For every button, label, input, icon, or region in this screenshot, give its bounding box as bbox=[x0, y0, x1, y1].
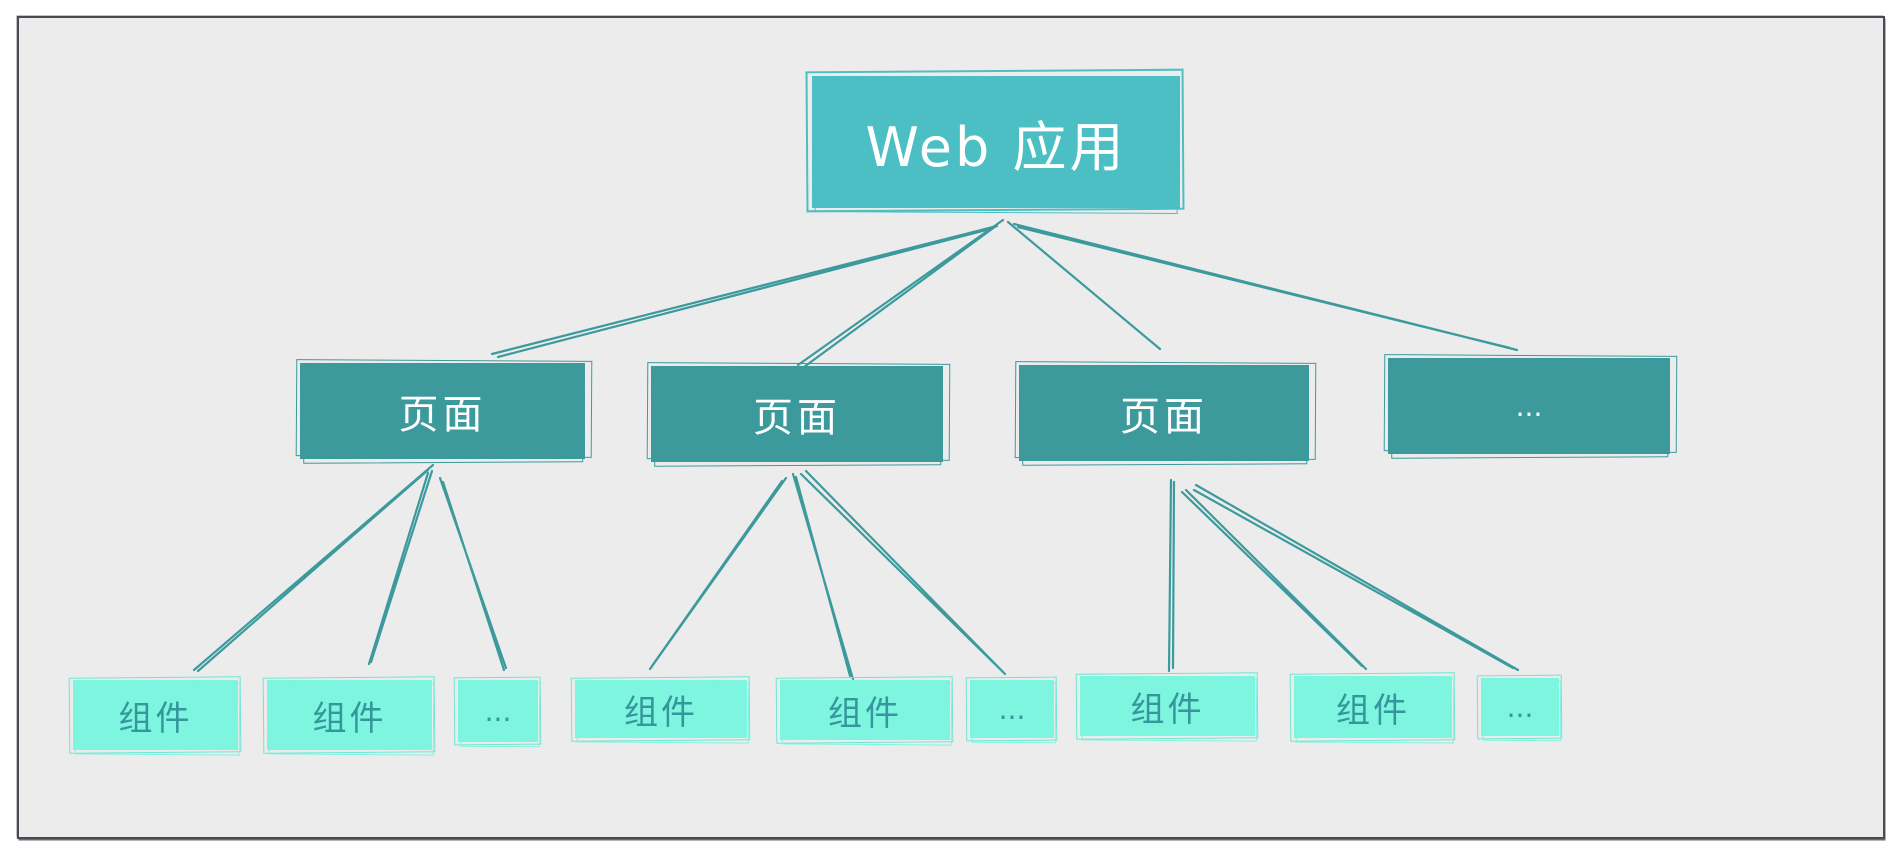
connector-page-2-comp-3 bbox=[799, 469, 1007, 676]
connector-root-page-4 bbox=[1012, 222, 1519, 352]
connector-root-page-1 bbox=[490, 224, 999, 359]
component-node-label: ... bbox=[484, 694, 512, 728]
component-node-2-more: ... bbox=[970, 680, 1054, 738]
root-node-label: Web 应用 bbox=[865, 115, 1127, 179]
page-node-label: 页面 bbox=[398, 392, 487, 438]
root-node-web-app: Web 应用 bbox=[812, 76, 1180, 208]
connector-page-1-comp-1 bbox=[192, 463, 435, 673]
component-node-label: 组件 bbox=[828, 693, 902, 734]
component-node-3-2: 组件 bbox=[1294, 676, 1452, 738]
component-node-label: 组件 bbox=[118, 698, 193, 739]
component-node-label: 组件 bbox=[312, 698, 387, 739]
component-node-1-2: 组件 bbox=[267, 680, 432, 750]
connector-page-3-comp-2 bbox=[1180, 488, 1368, 671]
component-node-1-1: 组件 bbox=[73, 680, 238, 750]
page-node-1: 页面 bbox=[300, 363, 585, 459]
component-node-label: 组件 bbox=[1336, 690, 1410, 731]
component-node-2-1: 组件 bbox=[575, 680, 747, 738]
page-node-3: 页面 bbox=[1019, 365, 1309, 461]
connector-page-1-comp-3 bbox=[438, 476, 508, 672]
connector-page-3-comp-3 bbox=[1192, 483, 1520, 672]
connector-page-2-comp-1 bbox=[648, 476, 788, 671]
page-node-label: 页面 bbox=[1120, 394, 1208, 440]
component-node-label: 组件 bbox=[1130, 689, 1205, 730]
component-node-3-1: 组件 bbox=[1080, 676, 1255, 736]
connector-page-2-comp-2 bbox=[791, 472, 855, 681]
component-node-1-more: ... bbox=[458, 680, 538, 742]
component-node-2-2: 组件 bbox=[780, 680, 950, 740]
page-node-2: 页面 bbox=[651, 366, 943, 462]
connector-root-page-3 bbox=[1006, 220, 1162, 351]
connector-page-3-comp-1 bbox=[1167, 478, 1176, 673]
component-node-3-more: ... bbox=[1481, 678, 1559, 736]
component-node-label: 组件 bbox=[624, 692, 698, 733]
page-node-more: ... bbox=[1388, 358, 1670, 454]
page-node-label: 页面 bbox=[753, 395, 841, 441]
connector-root-page-2 bbox=[796, 218, 1005, 369]
component-node-label: ... bbox=[998, 692, 1026, 726]
connector-page-1-comp-2 bbox=[367, 469, 434, 666]
component-node-label: ... bbox=[1506, 690, 1534, 724]
page-node-label: ... bbox=[1515, 389, 1543, 423]
